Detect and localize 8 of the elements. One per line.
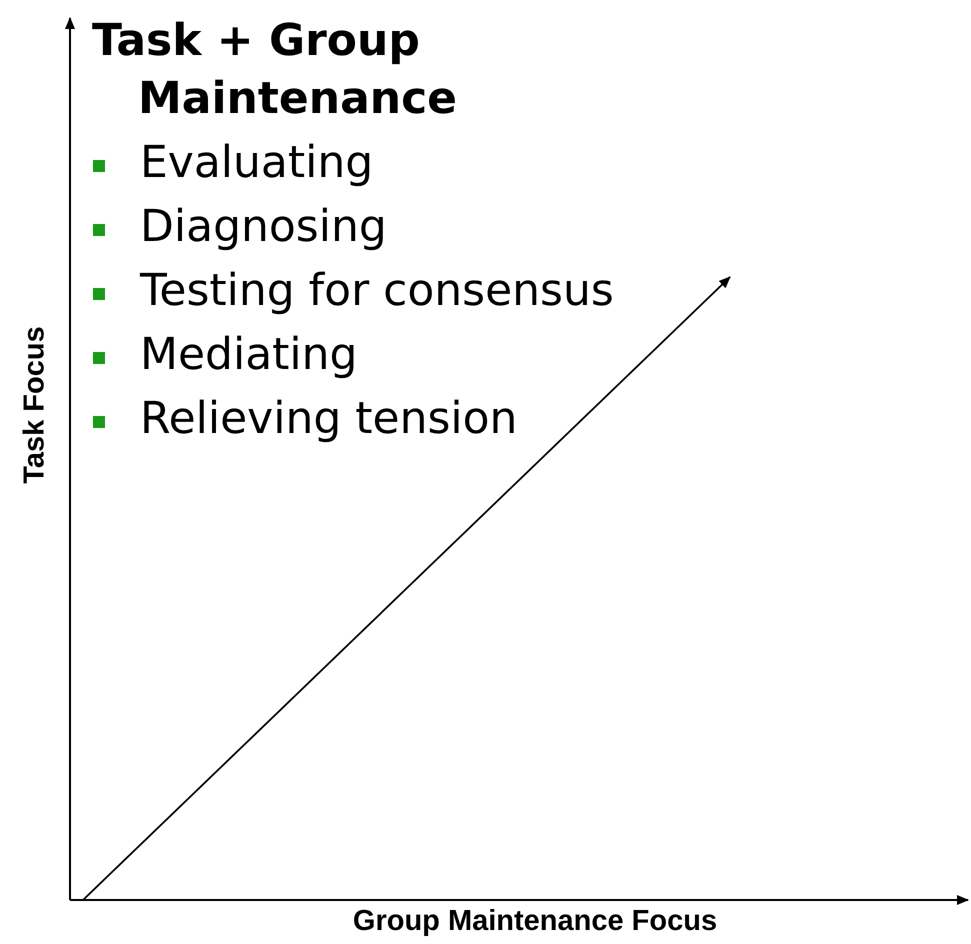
list-item: Relieving tension — [140, 394, 518, 444]
axis-title: Task Focus — [18, 326, 52, 484]
list-item: Diagnosing — [140, 202, 387, 252]
list-item: Testing for consensus — [140, 266, 614, 316]
list-item: Mediating — [140, 330, 358, 380]
heading: Task + Group Maintenance — [92, 14, 458, 126]
list-item: Evaluating — [140, 138, 374, 188]
axis-title: Group Maintenance Focus — [352, 905, 718, 938]
